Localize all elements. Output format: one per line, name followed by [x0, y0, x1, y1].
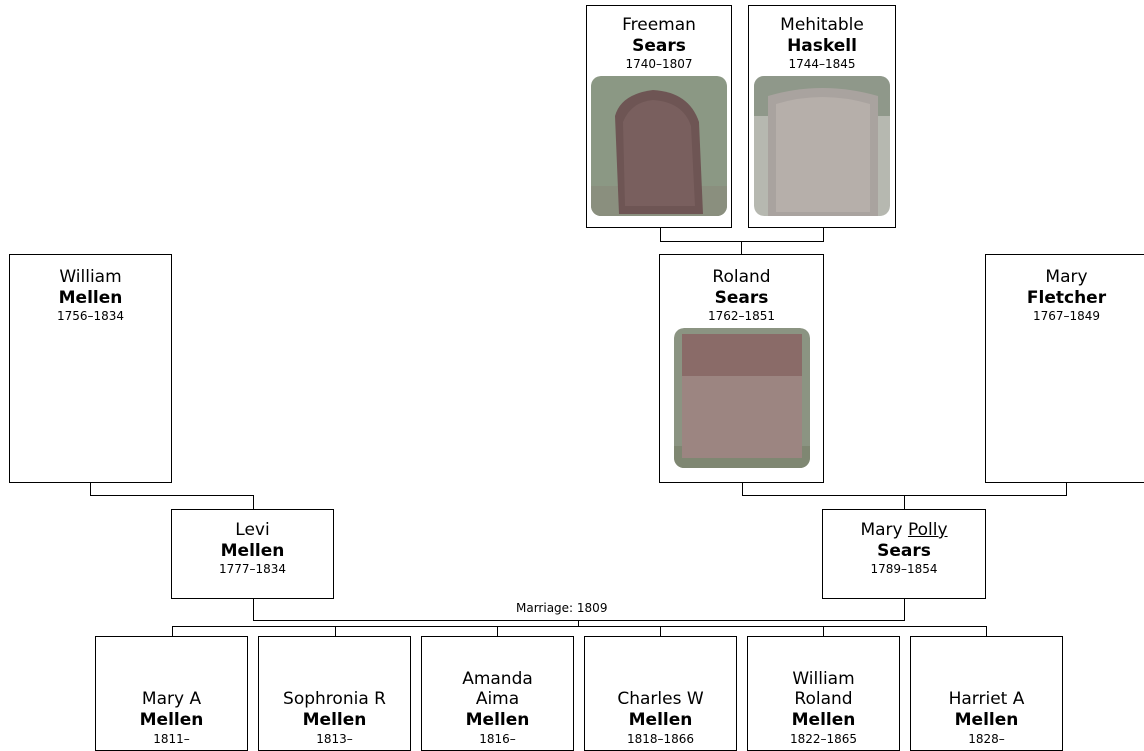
- first-name: Aima: [475, 689, 520, 710]
- person-mehitable-haskell[interactable]: Mehitable Haskell 1744–1845: [748, 5, 896, 228]
- life-years: 1816–: [479, 731, 516, 746]
- life-years: 1813–: [316, 731, 353, 746]
- surname: Mellen: [791, 710, 856, 731]
- connector-line: [660, 241, 824, 242]
- surname: Mellen: [954, 710, 1019, 731]
- first-name: Levi: [235, 520, 270, 540]
- connector-line: [172, 626, 173, 636]
- life-years: 1777–1834: [218, 562, 287, 577]
- child-box[interactable]: William Roland Mellen 1822–1865: [747, 636, 900, 751]
- connector-line: [253, 599, 254, 621]
- connector-line: [497, 626, 498, 636]
- person-freeman-sears[interactable]: Freeman Sears 1740–1807: [586, 5, 732, 228]
- gravestone-photo: [591, 75, 727, 216]
- connector-line: [741, 241, 742, 255]
- surname: Mellen: [465, 710, 530, 731]
- surname: Mellen: [628, 710, 693, 731]
- connector-line: [660, 626, 661, 636]
- person-levi-mellen[interactable]: Levi Mellen 1777–1834: [171, 509, 334, 599]
- child-box[interactable]: Amanda Aima Mellen 1816–: [421, 636, 574, 751]
- life-years: 1756–1834: [56, 309, 125, 324]
- gravestone-photo: [673, 327, 810, 468]
- life-years: 1740–1807: [625, 57, 693, 72]
- connector-line: [1066, 483, 1067, 495]
- first-name: Mehitable: [780, 15, 864, 35]
- first-name: William: [792, 668, 855, 689]
- marriage-label: Marriage: 1809: [515, 601, 609, 615]
- connector-line: [578, 620, 579, 626]
- life-years: 1818–1866: [626, 731, 695, 746]
- connector-line: [823, 228, 824, 241]
- life-years: 1828–: [968, 731, 1005, 746]
- surname: Haskell: [787, 35, 857, 56]
- connector-line: [172, 626, 987, 627]
- surname: Mellen: [58, 287, 123, 308]
- surname: Mellen: [302, 710, 367, 731]
- connector-line: [904, 495, 905, 509]
- first-name: Amanda: [462, 668, 533, 689]
- connector-line: [660, 228, 661, 241]
- surname: Sears: [632, 35, 686, 56]
- gravestone-photo: [754, 75, 890, 216]
- first-name: William: [59, 267, 122, 287]
- life-years: 1822–1865: [789, 731, 858, 746]
- connector-line: [823, 626, 824, 636]
- connector-line: [253, 495, 254, 509]
- nickname: Polly: [907, 520, 948, 540]
- first-name: Mary: [1045, 267, 1088, 287]
- life-years: 1744–1845: [788, 57, 856, 72]
- first-name: Mary Polly: [860, 520, 948, 540]
- life-years: 1762–1851: [707, 309, 776, 324]
- surname: Mellen: [139, 710, 204, 731]
- person-mary-fletcher[interactable]: Mary Fletcher 1767–1849: [985, 254, 1144, 483]
- first-name: Roland: [794, 689, 853, 710]
- surname: Sears: [877, 540, 931, 561]
- first-name: Charles W: [617, 689, 704, 710]
- first-name: Harriet A: [948, 689, 1025, 710]
- child-box[interactable]: Charles W Mellen 1818–1866: [584, 636, 737, 751]
- child-box[interactable]: Harriet A Mellen 1828–: [910, 636, 1063, 751]
- connector-line: [986, 626, 987, 636]
- surname: Sears: [714, 287, 769, 308]
- child-box[interactable]: Sophronia R Mellen 1813–: [258, 636, 411, 751]
- connector-line: [335, 626, 336, 636]
- first-name: Mary A: [141, 689, 202, 710]
- life-years: 1811–: [153, 731, 190, 746]
- child-box[interactable]: Mary A Mellen 1811–: [95, 636, 248, 751]
- connector-line: [904, 599, 905, 621]
- first-name: Roland: [712, 267, 771, 287]
- first-name: Freeman: [622, 15, 696, 35]
- surname: Fletcher: [1026, 287, 1107, 308]
- connector-line: [253, 620, 905, 621]
- person-roland-sears[interactable]: Roland Sears 1762–1851: [659, 254, 824, 483]
- surname: Mellen: [220, 540, 285, 561]
- first-name: Sophronia R: [283, 689, 386, 710]
- person-mary-polly-sears[interactable]: Mary Polly Sears 1789–1854: [822, 509, 986, 599]
- person-william-mellen[interactable]: William Mellen 1756–1834: [9, 254, 172, 483]
- life-years: 1767–1849: [1032, 309, 1101, 324]
- life-years: 1789–1854: [870, 562, 938, 577]
- connector-line: [90, 495, 254, 496]
- connector-line: [742, 483, 743, 495]
- connector-line: [90, 483, 91, 495]
